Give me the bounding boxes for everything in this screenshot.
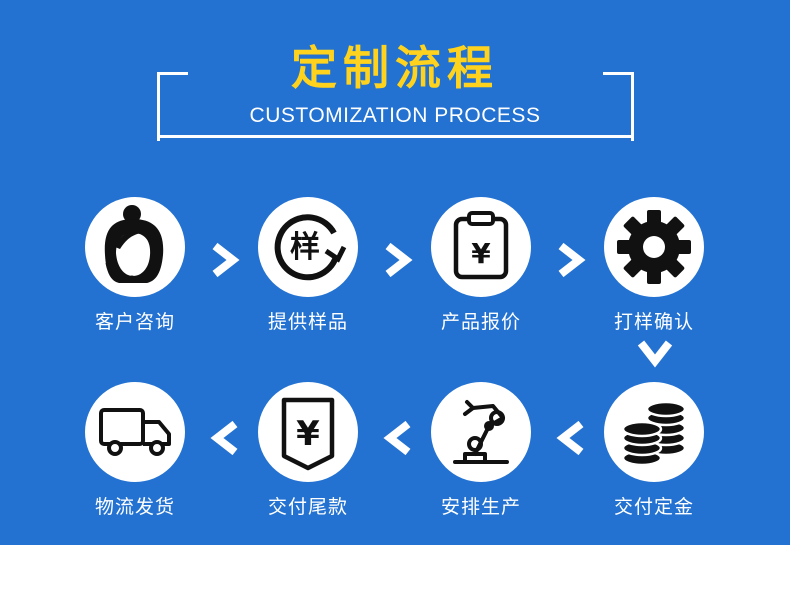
yen-glyph: ¥	[296, 414, 320, 454]
step-label: 客户咨询	[94, 311, 175, 333]
arrow-down-icon	[637, 340, 673, 368]
step-circle	[604, 382, 704, 482]
step-circle	[604, 197, 704, 297]
arrow-right-icon	[212, 242, 240, 278]
customer-service-headset-icon	[104, 205, 164, 283]
step-label: 安排生产	[440, 496, 521, 518]
quote-clipboard-yen-icon: ¥	[453, 211, 509, 280]
arrow-left-icon	[383, 420, 411, 456]
title-frame-bottom	[157, 135, 634, 138]
page-title: 定制流程	[291, 41, 499, 95]
coin-stack-icon	[621, 400, 687, 467]
step-label: 提供样品	[267, 311, 348, 333]
step-circle	[431, 382, 531, 482]
page-subtitle: CUSTOMIZATION PROCESS	[249, 104, 541, 127]
step-circle: ¥	[431, 197, 531, 297]
step-label: 交付尾款	[267, 496, 348, 518]
sample-refresh-icon: 样	[274, 214, 347, 281]
step-label: 打样确认	[613, 311, 694, 333]
step-label: 产品报价	[440, 311, 521, 333]
step-label: 交付定金	[613, 496, 694, 518]
sample-glyph: 样	[290, 230, 320, 265]
step-circle: 样	[258, 197, 358, 297]
title-frame-right	[603, 72, 634, 141]
title-frame-left	[157, 72, 188, 141]
yen-document-icon: ¥	[281, 397, 335, 471]
step-label: 物流发货	[94, 496, 175, 518]
process-panel: 定制流程 CUSTOMIZATION PROCESS 客户咨询 样	[0, 0, 790, 545]
step-circle	[85, 197, 185, 297]
step-circle	[85, 382, 185, 482]
gear-icon	[617, 210, 691, 284]
robot-arm-icon	[453, 400, 509, 464]
yen-glyph: ¥	[471, 237, 491, 270]
arrow-right-icon	[385, 242, 413, 278]
arrow-left-icon	[556, 420, 584, 456]
arrow-right-icon	[558, 242, 586, 278]
delivery-truck-icon	[99, 408, 171, 456]
step-circle: ¥	[258, 382, 358, 482]
arrow-left-icon	[210, 420, 238, 456]
